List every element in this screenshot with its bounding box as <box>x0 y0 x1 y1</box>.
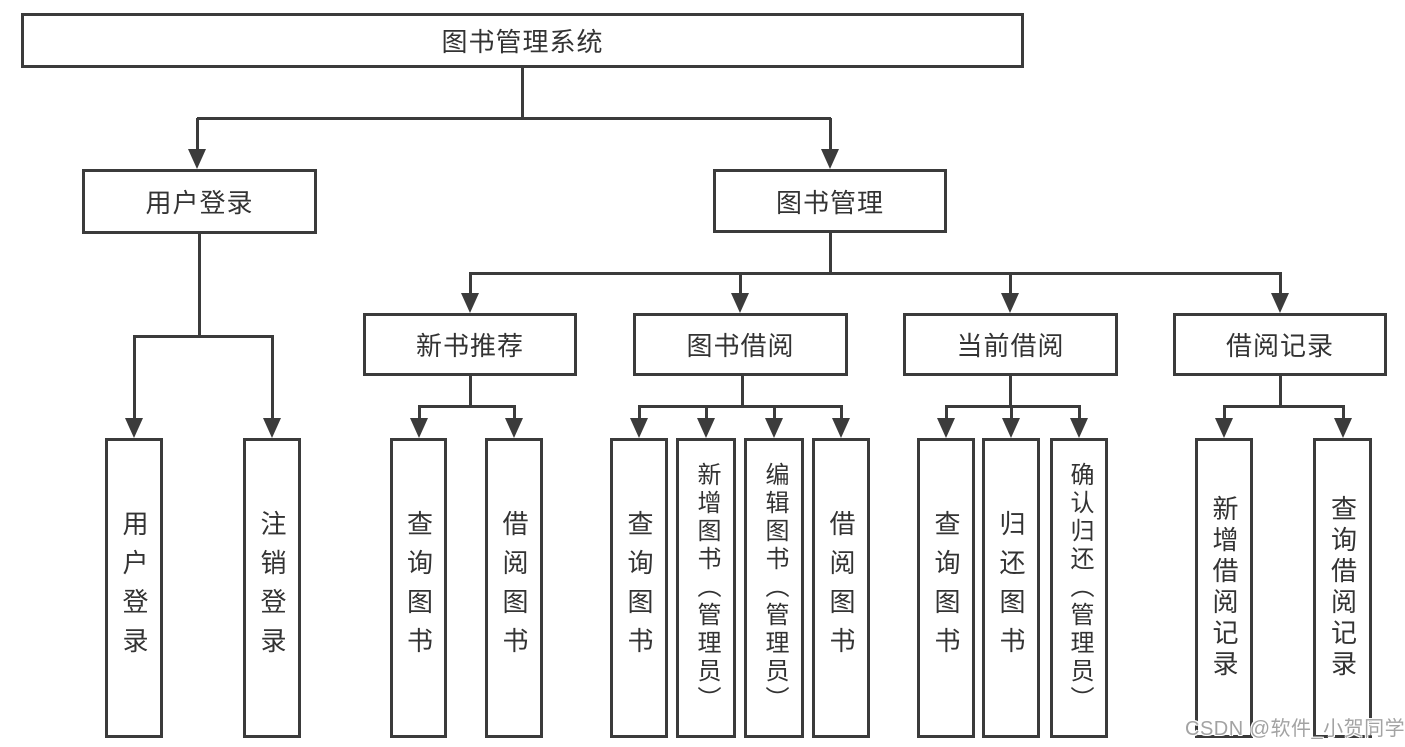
arrow-down-icon <box>765 406 783 438</box>
arrow-down-icon <box>125 336 143 438</box>
leaf-query-borrow-record: 查询借阅记录 <box>1313 438 1372 738</box>
connector-line <box>468 271 1282 275</box>
arrow-down-icon <box>1334 406 1352 438</box>
node-library-system-root: 图书管理系统 <box>21 13 1024 68</box>
csdn-watermark: CSDN @软件_小贺同学 <box>1185 718 1405 740</box>
node-book-borrow: 图书借阅 <box>633 313 848 376</box>
arrow-down-icon <box>188 118 206 169</box>
arrow-down-icon <box>263 336 281 438</box>
arrow-down-icon <box>630 406 648 438</box>
leaf-query-books-newbook: 查询图书 <box>390 438 447 738</box>
arrow-down-icon <box>697 406 715 438</box>
leaf-edit-book-admin-label: 编辑图书（管理员） <box>761 462 788 714</box>
leaf-edit-book-admin: 编辑图书（管理员） <box>744 438 804 738</box>
leaf-add-book-admin: 新增图书（管理员） <box>676 438 736 738</box>
leaf-add-borrow-record-label: 新增借阅记录 <box>1209 495 1239 681</box>
leaf-return-books: 归还图书 <box>982 438 1040 738</box>
connector-line <box>1222 404 1345 408</box>
leaf-query-books-current-label: 查询图书 <box>931 510 961 666</box>
leaf-user-login-label: 用户登录 <box>119 510 149 666</box>
connector-line <box>132 334 274 338</box>
arrow-down-icon <box>1001 273 1019 313</box>
arrow-down-icon <box>410 406 428 438</box>
leaf-borrow-books-label: 借阅图书 <box>826 510 856 666</box>
leaf-query-books-current: 查询图书 <box>917 438 975 738</box>
arrow-down-icon <box>461 273 479 313</box>
leaf-query-books-borrow: 查询图书 <box>610 438 668 738</box>
node-current-borrow: 当前借阅 <box>903 313 1118 376</box>
leaf-confirm-return-admin-label: 确认归还（管理员） <box>1066 462 1093 714</box>
connector-line <box>637 404 843 408</box>
leaf-borrow-books: 借阅图书 <box>812 438 870 738</box>
node-new-book-recommend: 新书推荐 <box>363 313 577 376</box>
connector-line <box>944 404 1081 408</box>
node-book-management: 图书管理 <box>713 169 947 233</box>
arrow-down-icon <box>821 118 839 169</box>
connector-line <box>417 404 516 408</box>
leaf-query-books-newbook-label: 查询图书 <box>403 510 434 666</box>
arrow-down-icon <box>1002 406 1020 438</box>
arrow-down-icon <box>505 406 523 438</box>
node-user-login: 用户登录 <box>82 169 317 234</box>
leaf-user-login: 用户登录 <box>105 438 163 738</box>
arrow-down-icon <box>1271 273 1289 313</box>
node-borrow-records: 借阅记录 <box>1173 313 1387 376</box>
connector-line <box>197 116 831 120</box>
connector-line <box>1008 376 1012 406</box>
connector-line <box>740 376 744 406</box>
arrow-down-icon <box>832 406 850 438</box>
leaf-return-books-label: 归还图书 <box>996 510 1026 666</box>
arrow-down-icon <box>1215 406 1233 438</box>
arrow-down-icon <box>1070 406 1088 438</box>
leaf-logout-label: 注销登录 <box>257 510 287 666</box>
leaf-add-borrow-record: 新增借阅记录 <box>1195 438 1253 738</box>
leaf-confirm-return-admin: 确认归还（管理员） <box>1050 438 1108 738</box>
leaf-borrow-books-newbook-label: 借阅图书 <box>499 510 529 666</box>
leaf-query-borrow-record-label: 查询借阅记录 <box>1327 495 1358 681</box>
connector-line <box>197 234 201 336</box>
connector-line <box>520 68 524 118</box>
leaf-logout: 注销登录 <box>243 438 301 738</box>
connector-line <box>828 233 832 273</box>
leaf-add-book-admin-label: 新增图书（管理员） <box>693 462 720 714</box>
arrow-down-icon <box>731 273 749 313</box>
leaf-borrow-books-newbook: 借阅图书 <box>485 438 543 738</box>
leaf-query-books-borrow-label: 查询图书 <box>624 510 654 666</box>
connector-line <box>468 376 472 406</box>
arrow-down-icon <box>937 406 955 438</box>
connector-line <box>1278 376 1282 406</box>
